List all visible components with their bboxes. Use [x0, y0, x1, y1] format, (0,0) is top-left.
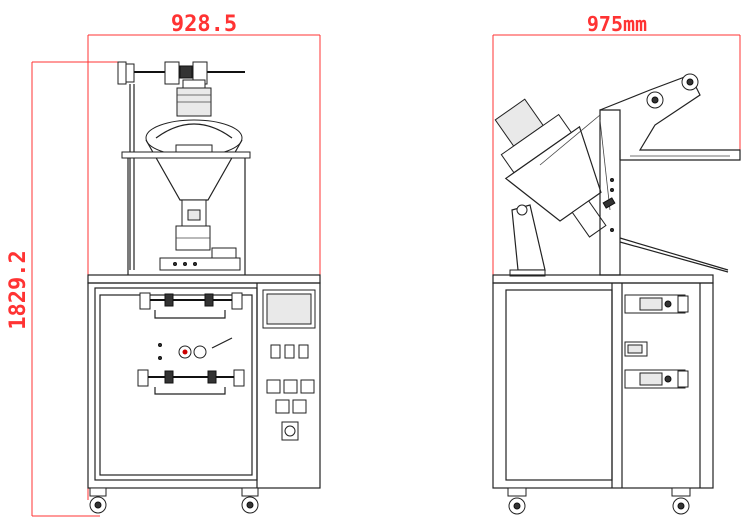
side-jaw-middle: [624, 341, 648, 357]
front-cabinet: [87, 274, 321, 489]
film-roll-shaft: [117, 61, 245, 270]
auger-filler: [159, 199, 241, 271]
front-view: 928.5 1829.2: [6, 12, 321, 517]
height-dimension: [31, 61, 118, 517]
side-hopper-assembly: [494, 98, 607, 238]
upper-frame: [121, 151, 251, 275]
vertical-sealer-jaw: [139, 292, 243, 319]
center-controls: [158, 337, 233, 360]
side-jaw-lower: [624, 369, 689, 389]
side-width-dimension: [492, 34, 741, 275]
front-width-label: 928.5: [171, 12, 237, 37]
side-width-label: 975mm: [587, 12, 647, 36]
height-label: 1829.2: [6, 250, 31, 329]
powder-hopper: [145, 119, 243, 201]
horizontal-sealer-jaw: [137, 369, 245, 395]
front-casters: [89, 487, 259, 514]
side-support-column: [509, 204, 546, 277]
side-view: 975mm: [492, 12, 741, 515]
control-panel: [262, 289, 316, 441]
side-jaw-upper: [624, 294, 689, 314]
side-casters: [507, 487, 691, 515]
side-main-frame: [539, 73, 741, 276]
side-cabinet: [492, 274, 714, 489]
auger-motor: [176, 79, 212, 117]
